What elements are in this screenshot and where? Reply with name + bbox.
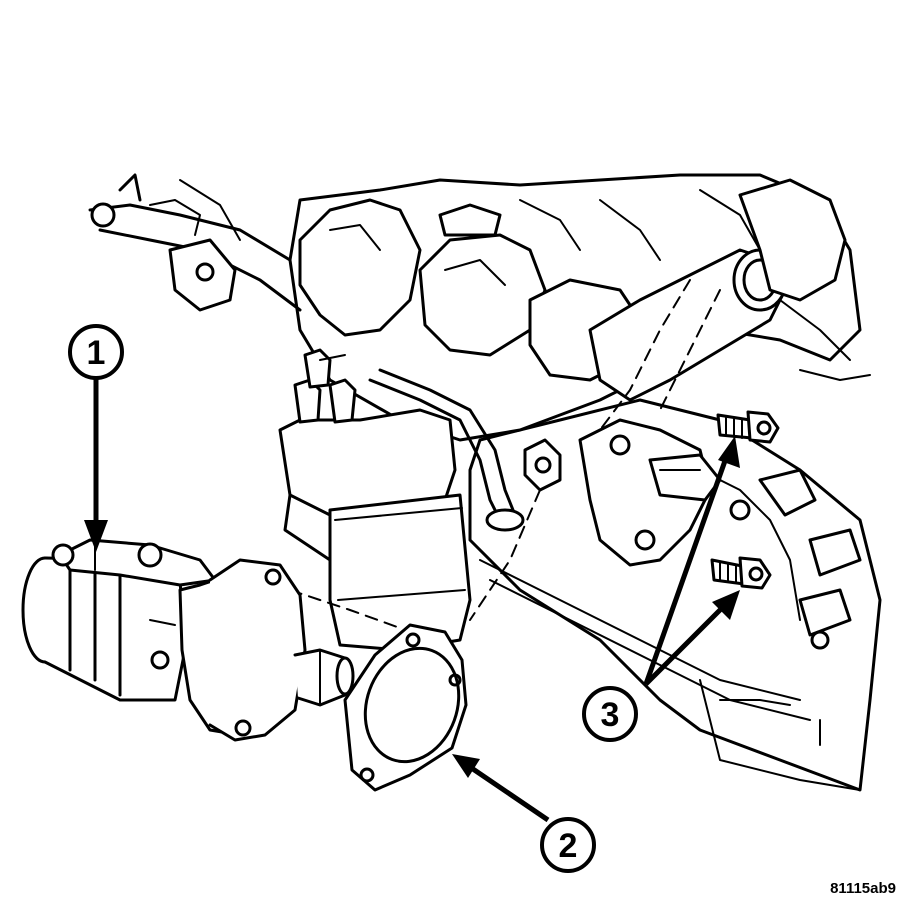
callout-3-arrowhead-lower: [712, 590, 740, 620]
callout-1: 1: [68, 324, 124, 380]
alignment-line: [289, 589, 401, 629]
callout-1-label: 1: [87, 334, 106, 372]
callout-1-arrowhead: [84, 520, 108, 552]
oil-filter: [328, 493, 472, 652]
callout-2-arrowhead: [452, 754, 480, 778]
exhaust-manifold: [298, 178, 847, 431]
callout-3-label: 3: [601, 696, 620, 734]
callout-2: 2: [540, 817, 596, 873]
starter-motor: [21, 538, 355, 742]
upper-bolt: [716, 410, 780, 444]
callout-2-label: 2: [559, 827, 578, 865]
callout-2-leader: [468, 764, 550, 823]
callout-3-leader-lower: [644, 606, 724, 686]
figure-id: 81115ab9: [830, 880, 896, 897]
callout-3-arrowhead-upper: [718, 436, 740, 468]
lower-bolt: [710, 556, 772, 590]
callout-3-leader-upper: [643, 457, 729, 685]
wiring-harness: [368, 368, 562, 621]
mounting-bolts: [710, 410, 780, 590]
gasket: [343, 623, 468, 792]
callout-3: 3: [582, 686, 638, 742]
starter-mounting-bracket: [578, 418, 722, 567]
